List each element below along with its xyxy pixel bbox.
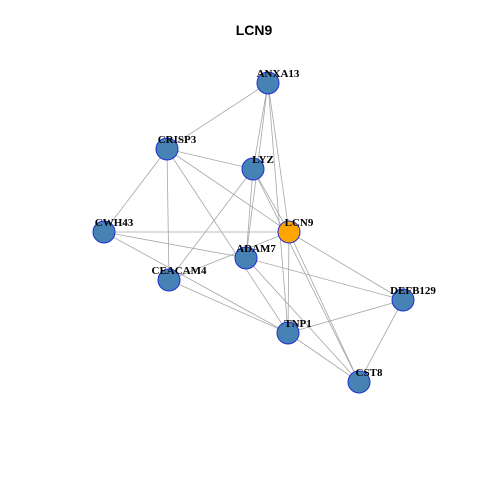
node-tnp1 [276, 321, 300, 345]
node-layer [92, 71, 415, 394]
edge-lyz-adam7 [245, 168, 254, 259]
node-label-ceacam4: CEACAM4 [152, 265, 207, 277]
edge-crisp3-cwh43 [103, 148, 168, 233]
node-label-lyz: LYZ [252, 154, 274, 166]
node-cst8 [347, 370, 371, 394]
edge-anxa13-lcn9 [267, 82, 290, 233]
edge-crisp3-lcn9 [166, 148, 290, 233]
edge-crisp3-ceacam4 [166, 148, 170, 281]
node-ceacam4 [157, 268, 181, 292]
edge-tnp1-defb129 [287, 299, 404, 334]
edge-cwh43-tnp1 [103, 231, 289, 334]
edge-lyz-ceacam4 [168, 168, 254, 281]
node-label-defb129: DEFB129 [390, 285, 436, 297]
edge-ceacam4-tnp1 [168, 279, 289, 334]
node-label-cwh43: CWH43 [95, 217, 134, 229]
edge-adam7-cst8 [245, 257, 360, 383]
edge-layer [103, 82, 404, 383]
edge-lcn9-defb129 [288, 231, 404, 301]
node-defb129 [391, 288, 415, 312]
node-lcn9 [277, 220, 301, 244]
edge-anxa13-lyz [252, 82, 269, 170]
node-anxa13 [256, 71, 280, 95]
edge-anxa13-tnp1 [267, 82, 289, 334]
graph-title: LCN9 [236, 22, 273, 38]
node-label-anxa13: ANXA13 [257, 68, 300, 80]
node-crisp3 [155, 137, 179, 161]
edge-adam7-defb129 [245, 257, 404, 301]
edge-lcn9-ceacam4 [168, 231, 290, 281]
node-label-lcn9: LCN9 [285, 217, 314, 229]
node-lyz [241, 157, 265, 181]
edge-cwh43-adam7 [103, 231, 247, 259]
edge-defb129-cst8 [358, 299, 404, 383]
edge-lcn9-cst8 [288, 231, 360, 383]
node-label-adam7: ADAM7 [236, 243, 276, 255]
edge-lyz-lcn9 [252, 168, 290, 233]
edge-crisp3-lyz [166, 148, 254, 170]
edge-anxa13-crisp3 [166, 82, 269, 150]
node-label-tnp1: TNP1 [284, 318, 312, 330]
edge-tnp1-cst8 [287, 332, 360, 383]
node-cwh43 [92, 220, 116, 244]
node-label-crisp3: CRISP3 [158, 134, 197, 146]
edge-crisp3-tnp1 [166, 148, 289, 334]
edge-lcn9-tnp1 [287, 231, 290, 334]
node-label-cst8: CST8 [356, 367, 383, 379]
node-adam7 [234, 246, 258, 270]
edge-lyz-cst8 [252, 168, 360, 383]
